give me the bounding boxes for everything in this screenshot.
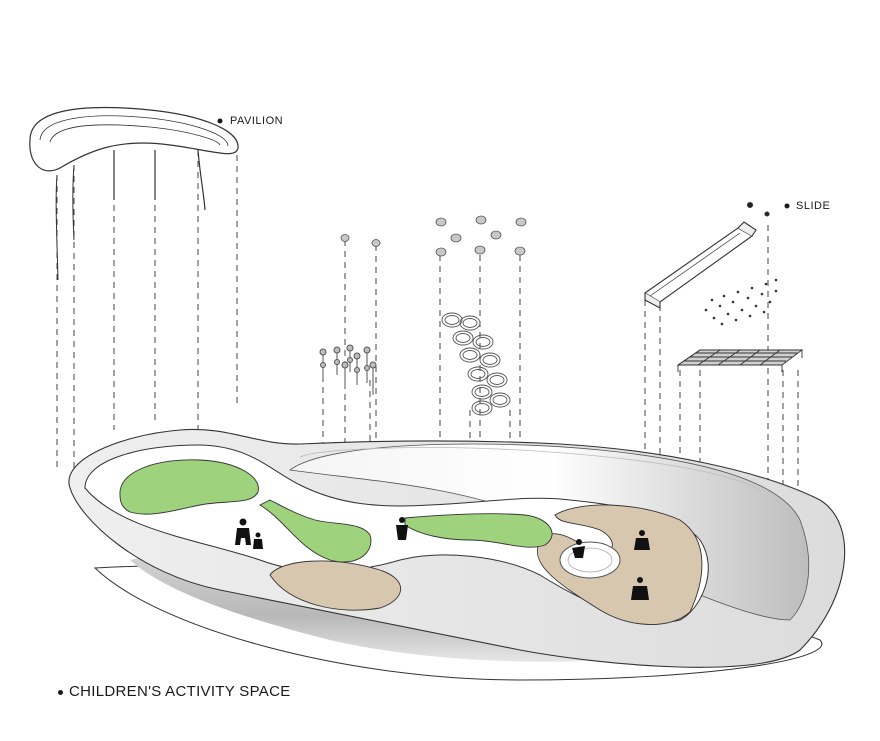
sphere-markers-left: [341, 235, 380, 247]
label-pavilion: PAVILION: [216, 115, 283, 127]
diagram-title: CHILDREN'S ACTIVITY SPACE: [58, 683, 291, 700]
lollipop-posts: [320, 345, 376, 395]
stepping-rings: [442, 313, 510, 415]
pavilion-canopy: [30, 108, 238, 280]
climbing-net: [678, 350, 802, 372]
ring-pad: [560, 542, 620, 578]
diagram-title-text: CHILDREN'S ACTIVITY SPACE: [69, 683, 291, 700]
slide-structure: [645, 203, 769, 309]
title-bullet: [58, 690, 63, 695]
sphere-markers-cluster: [436, 216, 526, 256]
label-markers: [218, 119, 790, 209]
label-slide: SLIDE: [782, 200, 830, 212]
dot-field: [705, 279, 778, 326]
label-pavilion-text: PAVILION: [230, 115, 283, 127]
label-slide-text: SLIDE: [796, 200, 830, 212]
